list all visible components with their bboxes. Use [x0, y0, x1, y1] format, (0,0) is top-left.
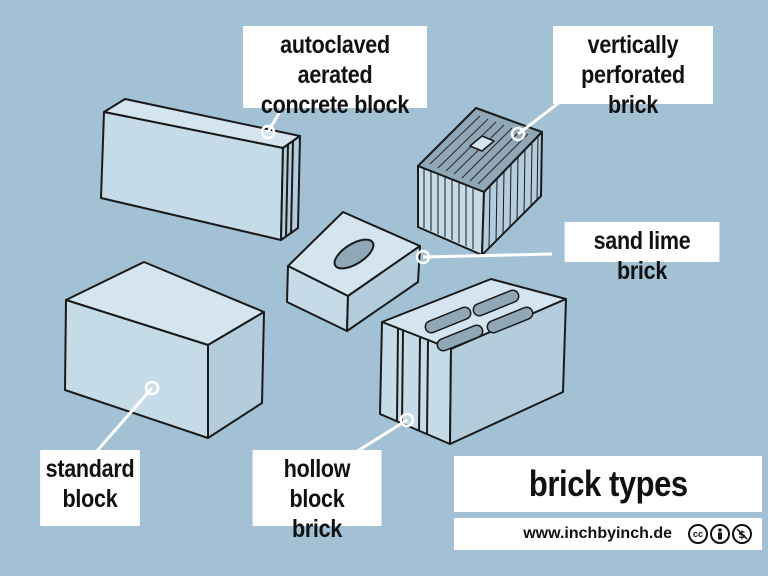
nc-icon: $: [732, 524, 752, 544]
marker-std: [144, 380, 160, 396]
label-line: autoclaved aerated: [280, 31, 390, 89]
label-line: standard: [45, 455, 135, 483]
perforated-brick: [417, 107, 543, 256]
leader-vpb: [517, 100, 561, 136]
label-sand-lime-brick: sand lime brick: [564, 222, 720, 285]
marker-slb: [415, 249, 431, 265]
page-title: brick types: [528, 463, 688, 504]
label-standard-block: standard block: [40, 450, 140, 526]
hollow-block-brick: [379, 278, 567, 445]
marker-hbb: [399, 412, 415, 428]
label-line: block: [62, 485, 118, 513]
leader-aac: [266, 107, 284, 133]
leader-std: [94, 387, 154, 453]
aac-block: [100, 98, 301, 241]
footer-box: www.inchbyinch.de cc $: [454, 518, 762, 550]
title-box: brick types: [454, 456, 762, 512]
marker-vpb: [510, 126, 526, 142]
sand-lime-brick: [286, 211, 421, 332]
label-autoclaved-aerated-concrete-block: autoclaved aerated concrete block: [242, 26, 428, 119]
standard-block: [64, 261, 265, 439]
label-line: concrete block: [260, 91, 410, 119]
leader-slb: [422, 252, 553, 259]
label-vertically-perforated-brick: vertically perforated brick: [553, 26, 713, 119]
label-line: sand lime brick: [593, 227, 691, 285]
label-line: hollow block: [283, 455, 351, 513]
label-line: perforated brick: [581, 61, 685, 119]
by-icon: [710, 524, 730, 544]
leader-hbb: [355, 418, 408, 454]
marker-aac: [260, 124, 276, 140]
label-line: brick: [291, 515, 343, 543]
label-hollow-block-brick: hollow block brick: [252, 450, 382, 543]
label-line: vertically: [587, 31, 679, 59]
cc-icon: cc: [688, 524, 708, 544]
footer-url-link[interactable]: www.inchbyinch.de: [523, 525, 672, 542]
